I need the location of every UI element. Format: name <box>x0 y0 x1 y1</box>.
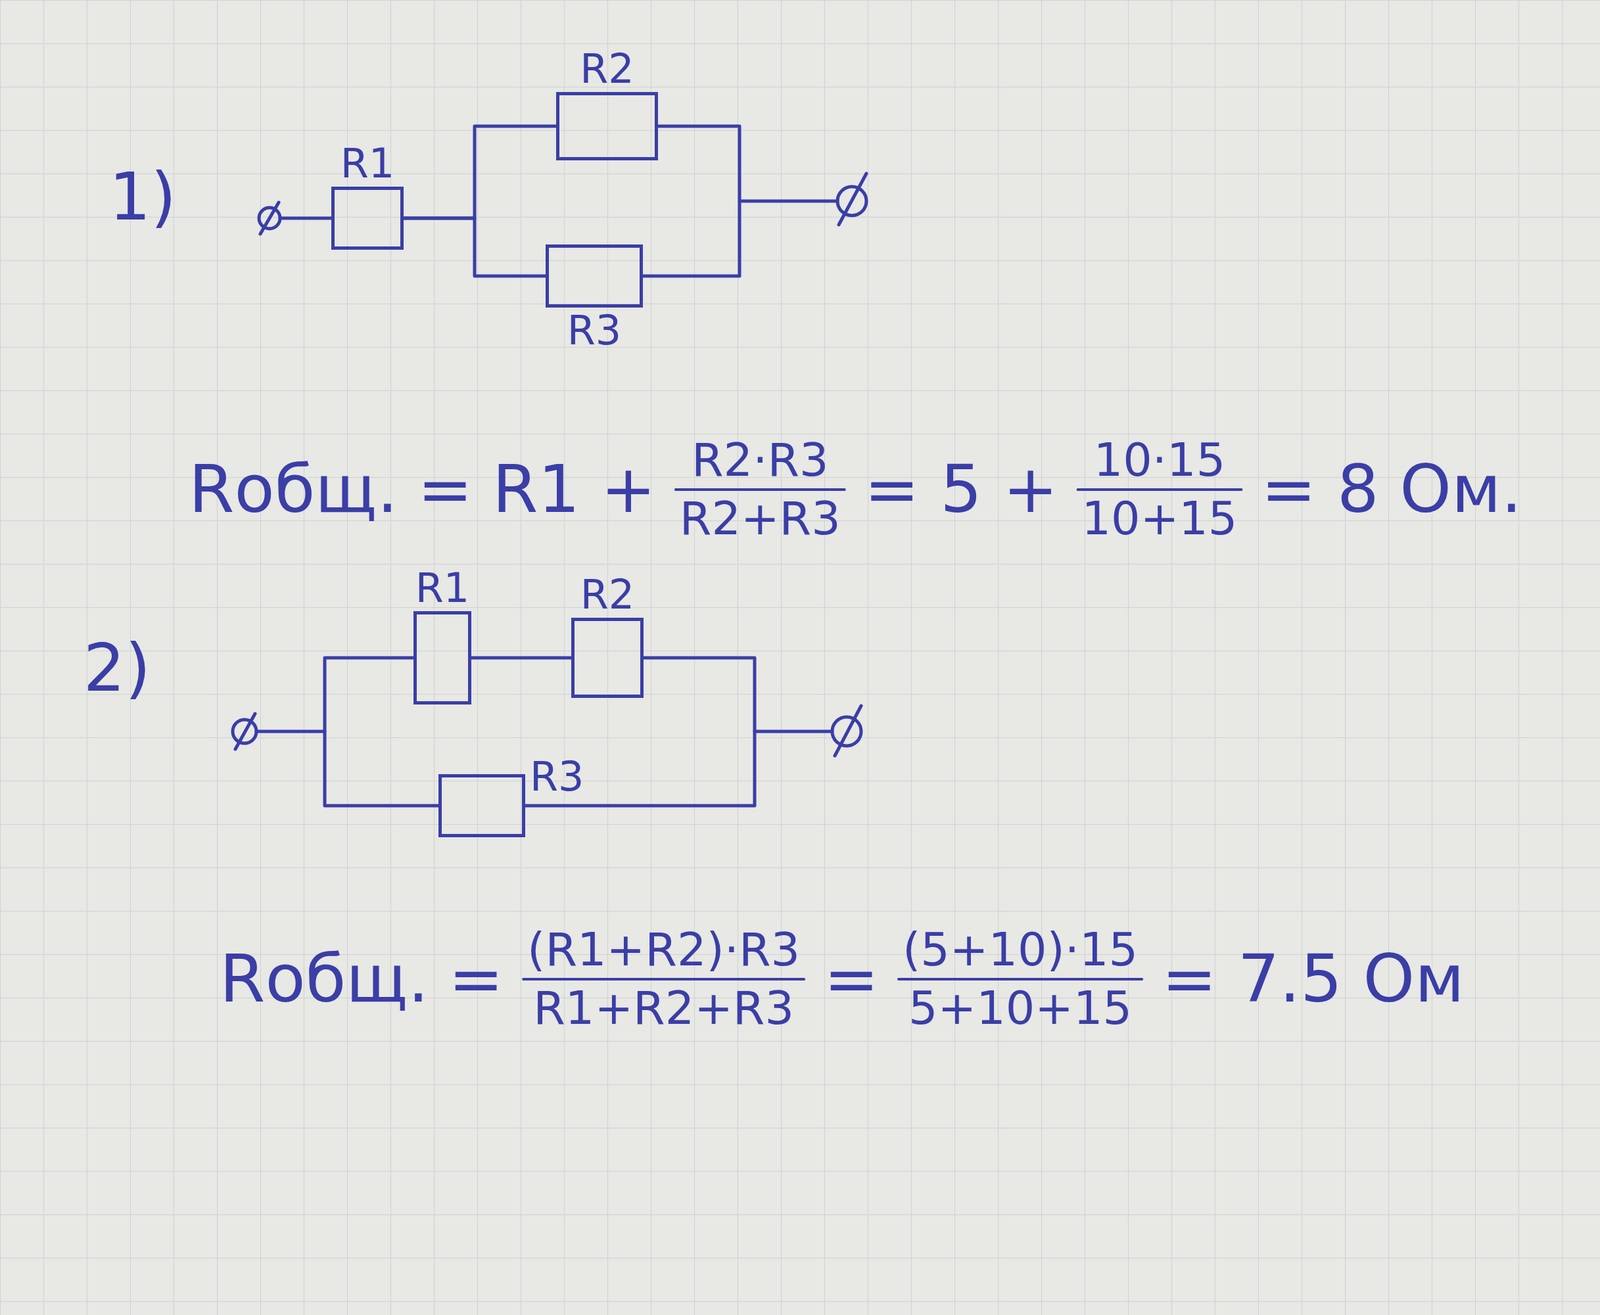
formula-text: Rобщ. <box>188 453 398 526</box>
resistor-symbol: R1 <box>331 186 404 250</box>
wire <box>471 656 572 660</box>
wire <box>754 730 833 734</box>
fraction-term: R2+R3 <box>679 493 841 545</box>
wire <box>403 126 557 219</box>
formula-text: = <box>823 943 879 1016</box>
fraction-term: 10+15 <box>1082 493 1238 545</box>
fraction-term: 5+10+15 <box>908 983 1132 1035</box>
fraction-term: 10·15 <box>1093 435 1226 486</box>
fraction-bar <box>675 488 845 492</box>
problem-number: 2) <box>83 632 152 705</box>
fraction-bar <box>523 978 804 981</box>
resistor-symbol: R2 <box>571 617 644 699</box>
formula-text: = <box>448 943 504 1016</box>
wire <box>256 730 325 734</box>
resistor-label: R2 <box>580 572 636 618</box>
resistor-symbol: R2 <box>556 92 659 161</box>
wire <box>739 199 838 204</box>
resistor-symbol: R3 <box>545 244 643 308</box>
formula-text: = 8 Ом. <box>1260 453 1522 526</box>
formula-text: R1 + <box>492 453 657 526</box>
fraction-bar <box>898 978 1142 981</box>
wire <box>403 218 546 277</box>
resistor-label: R3 <box>567 308 622 353</box>
resistor-symbol: R1 <box>413 611 472 705</box>
wire <box>324 658 439 806</box>
resistor-label: R1 <box>340 141 396 187</box>
fraction-bar <box>1078 488 1242 492</box>
wire <box>280 216 332 221</box>
fraction-term: (R1+R2)·R3 <box>527 924 800 976</box>
resistor-symbol: R3 <box>438 774 526 838</box>
formula-text: = 5 + <box>864 453 1059 526</box>
resistor-label: R3 <box>529 754 585 800</box>
formula-text: Rобщ. <box>219 943 429 1016</box>
formula-text: = <box>417 453 473 526</box>
terminal-slash <box>834 705 862 756</box>
fraction-term: (5+10)·15 <box>902 924 1138 976</box>
formula-text: = 7.5 Ом <box>1161 943 1465 1016</box>
problem-number: 1) <box>109 161 177 234</box>
terminal-slash <box>260 202 279 235</box>
fraction-term: R2·R3 <box>691 435 829 486</box>
fraction-term: R1+R2+R3 <box>533 983 795 1035</box>
terminal-slash <box>838 173 867 225</box>
wire <box>525 658 755 806</box>
resistor-label: R1 <box>415 565 471 611</box>
terminal-slash <box>235 713 256 750</box>
resistor-label: R2 <box>579 46 635 92</box>
